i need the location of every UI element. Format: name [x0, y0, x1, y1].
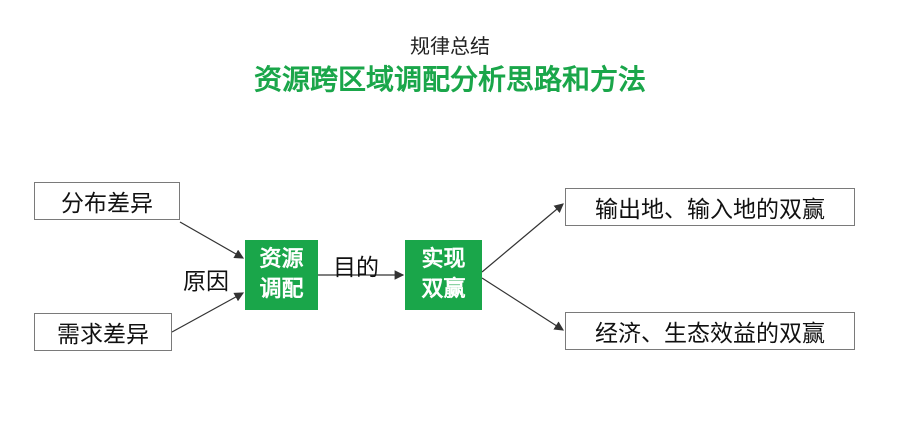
output-input-win-win-box: 输出地、输入地的双赢	[565, 188, 855, 226]
arrow-winwin-to-benefits	[481, 277, 565, 331]
win-win-line-1: 实现	[421, 247, 466, 272]
subtitle: 规律总结	[410, 34, 490, 58]
win-win-box: 实现双赢	[405, 240, 482, 310]
win-win-line-2: 双赢	[421, 277, 466, 302]
distribution-difference-box: 分布差异	[34, 182, 180, 220]
page-title: 资源跨区域调配分析思路和方法	[253, 63, 646, 96]
demand-difference-box: 需求差异	[34, 313, 172, 351]
arrow-demand-to-allocation	[171, 292, 245, 333]
arrow-winwin-to-regions	[481, 203, 564, 273]
economic-ecological-win-win-box: 经济、生态效益的双赢	[565, 312, 855, 350]
resource-allocation-line-2: 调配	[259, 277, 304, 302]
resource-allocation-line-1: 资源	[259, 247, 304, 272]
purpose-label: 目的	[333, 255, 379, 281]
reason-label: 原因	[183, 269, 229, 295]
arrow-distribution-to-allocation	[179, 221, 245, 259]
resource-allocation-box: 资源调配	[245, 240, 318, 310]
